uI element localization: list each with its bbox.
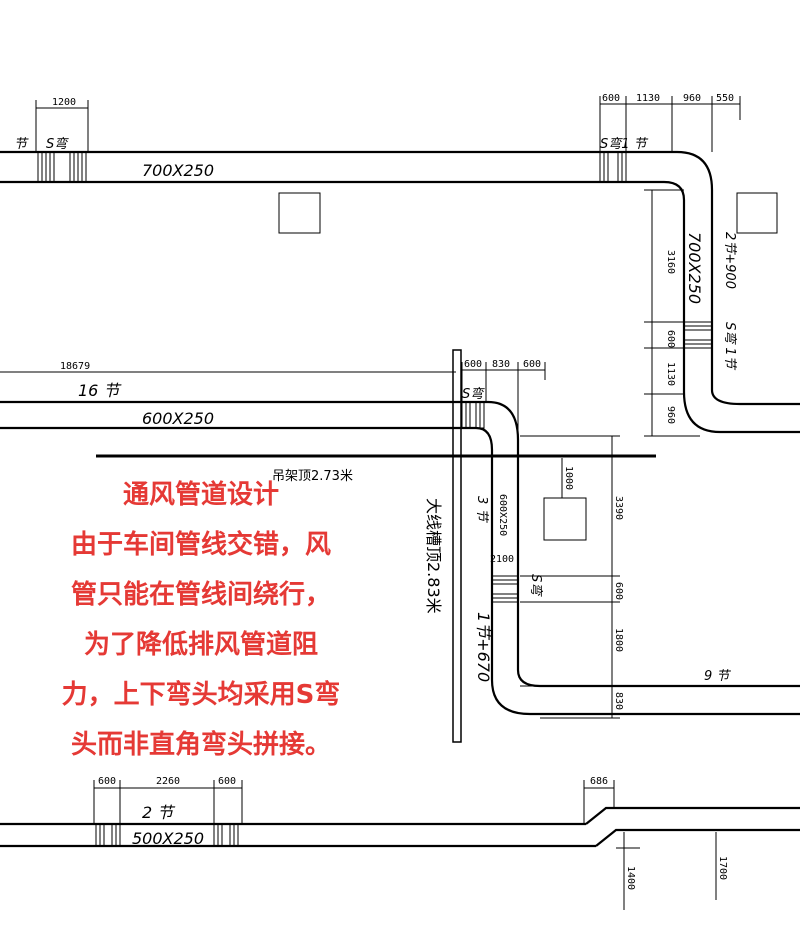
note-line-5: 力，上下弯头均采用S弯 [61, 680, 341, 710]
jie-3-label: 3 节 [474, 496, 489, 523]
cable-trough-bar [452, 349, 462, 743]
dim-830-mid: 830 [492, 359, 510, 370]
equipment-box-1 [278, 192, 321, 234]
dim-600-mid-2: 600 [523, 359, 541, 370]
duct-size-700x250: 700X250 [142, 161, 214, 180]
middle-duct: 18679 16 节 600X250 600 830 600 S弯 [0, 359, 546, 430]
center-1jie-label: 1节+670 [474, 612, 493, 682]
top-right-assembly: 600 1130 960 550 S弯1 节 3160 600 1130 960… [599, 93, 800, 437]
s-bend-label: S弯 [46, 136, 69, 152]
note-line-4: 为了降低排风管道阻 [83, 630, 318, 660]
jie-2-label: 2 节 [142, 803, 176, 822]
equipment-box-3 [543, 497, 587, 541]
bottom-duct: 600 2260 600 2 节 500X250 686 1400 1700 [0, 776, 800, 910]
note-line-1: 通风管道设计 [122, 480, 279, 510]
dim-600-top: 600 [602, 93, 620, 104]
dim-18679: 18679 [60, 361, 90, 372]
note-line-2: 由于车间管线交错，风 [70, 530, 331, 560]
center-vertical-duct: 3 节 600X250 2100 S弯 1节+670 1000 3390 600… [474, 400, 800, 719]
note-line-6: 头而非直角弯头拼接。 [70, 730, 331, 760]
dim-600-mid: 600 [464, 359, 482, 370]
dim-600-bottom-2: 600 [218, 776, 236, 787]
dim-1000: 1000 [563, 466, 574, 490]
dim-1800: 1800 [613, 628, 624, 652]
dim-686: 686 [590, 776, 608, 787]
duct-size-600x250: 600X250 [142, 409, 214, 428]
s-bend-1jie-label: S弯1 节 [600, 136, 649, 152]
dim-1130-top: 1130 [636, 93, 660, 104]
dim-2100: 2100 [490, 554, 514, 565]
dim-1130-vert: 1130 [665, 362, 676, 386]
dim-3390: 3390 [613, 496, 624, 520]
s-bend-hatch-vertical [683, 321, 713, 349]
dim-3160: 3160 [665, 250, 676, 274]
center-duct-size: 600X250 [497, 494, 508, 536]
jie-16-label: 16 节 [78, 381, 122, 400]
dim-830-center: 830 [613, 692, 624, 710]
dim-960-vert: 960 [665, 406, 676, 424]
duct-size-500x250: 500X250 [132, 829, 204, 848]
equipment-box-2 [736, 192, 778, 234]
dim-1700: 1700 [717, 856, 728, 880]
dim-1200: 1200 [52, 97, 76, 108]
design-note: 通风管道设计 由于车间管线交错，风 管只能在管线间绕行， 为了降低排风管道阻 力… [6, 470, 396, 770]
s-bend-hatch-bottom-left [95, 823, 121, 847]
s-bend-hatch-middle [461, 401, 485, 429]
dim-2260: 2260 [156, 776, 180, 787]
dim-960-top: 960 [683, 93, 701, 104]
jie-label: 节 [14, 137, 29, 152]
dim-1400: 1400 [625, 866, 636, 890]
s-bend-hatch-left [37, 151, 87, 183]
dim-550-top: 550 [716, 93, 734, 104]
dim-600-center: 600 [613, 582, 624, 600]
s-bend-hatch-center [491, 575, 519, 603]
top-duct: 1200 节 S弯 700X250 [0, 97, 677, 184]
jie-9-label: 9 节 [704, 669, 731, 684]
dim-600-bottom: 600 [98, 776, 116, 787]
vert-duct-size: 700X250 [685, 232, 704, 304]
s-bend-hatch-bottom-right [213, 823, 239, 847]
vert-2jie-label: 2节+900 [722, 232, 737, 289]
center-s-bend-label: S弯 [528, 574, 544, 597]
s-bend-mid-label: S弯 [462, 386, 485, 402]
vert-s-bend-label: S弯 1节 [722, 322, 738, 371]
s-bend-hatch-top-right [599, 151, 627, 183]
note-line-3: 管只能在管线间绕行， [70, 580, 331, 610]
hanger-top-label: 吊架顶2.73米 [272, 469, 353, 484]
dim-600-vert: 600 [665, 330, 676, 348]
trough-top-label: 大线槽顶2.83米 [424, 498, 443, 614]
